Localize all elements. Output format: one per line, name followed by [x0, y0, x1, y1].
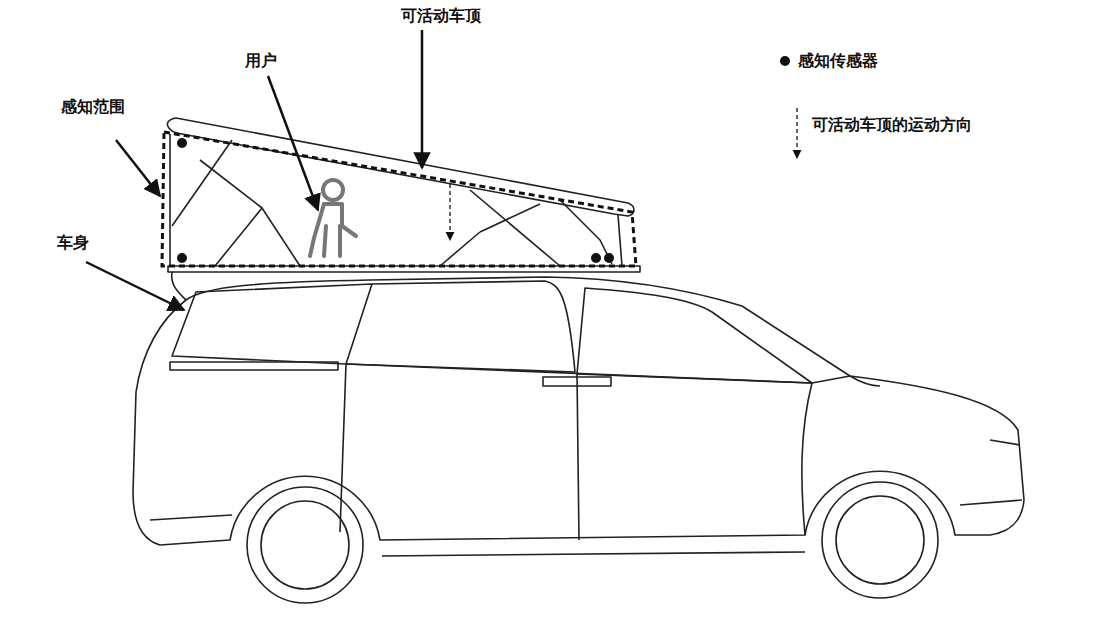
range-label: 感知范围: [59, 97, 127, 116]
legend-sensor: 感知传感器: [796, 51, 880, 70]
body-label: 车身: [55, 233, 91, 252]
legend-arrow: [796, 108, 797, 158]
leader-line: [86, 30, 422, 310]
legend-sensor-dot: [780, 56, 790, 66]
roof-label: 可活动车顶: [399, 6, 483, 25]
car-body: [133, 266, 1024, 603]
sensor-dot: [177, 138, 614, 263]
sensing-range: [162, 132, 636, 266]
legend-direction: 可活动车顶的运动方向: [810, 115, 974, 134]
user-figure: [310, 180, 356, 256]
movement-arrow: [449, 184, 450, 240]
movable-roof: [167, 118, 634, 266]
user-label: 用户: [243, 51, 279, 70]
